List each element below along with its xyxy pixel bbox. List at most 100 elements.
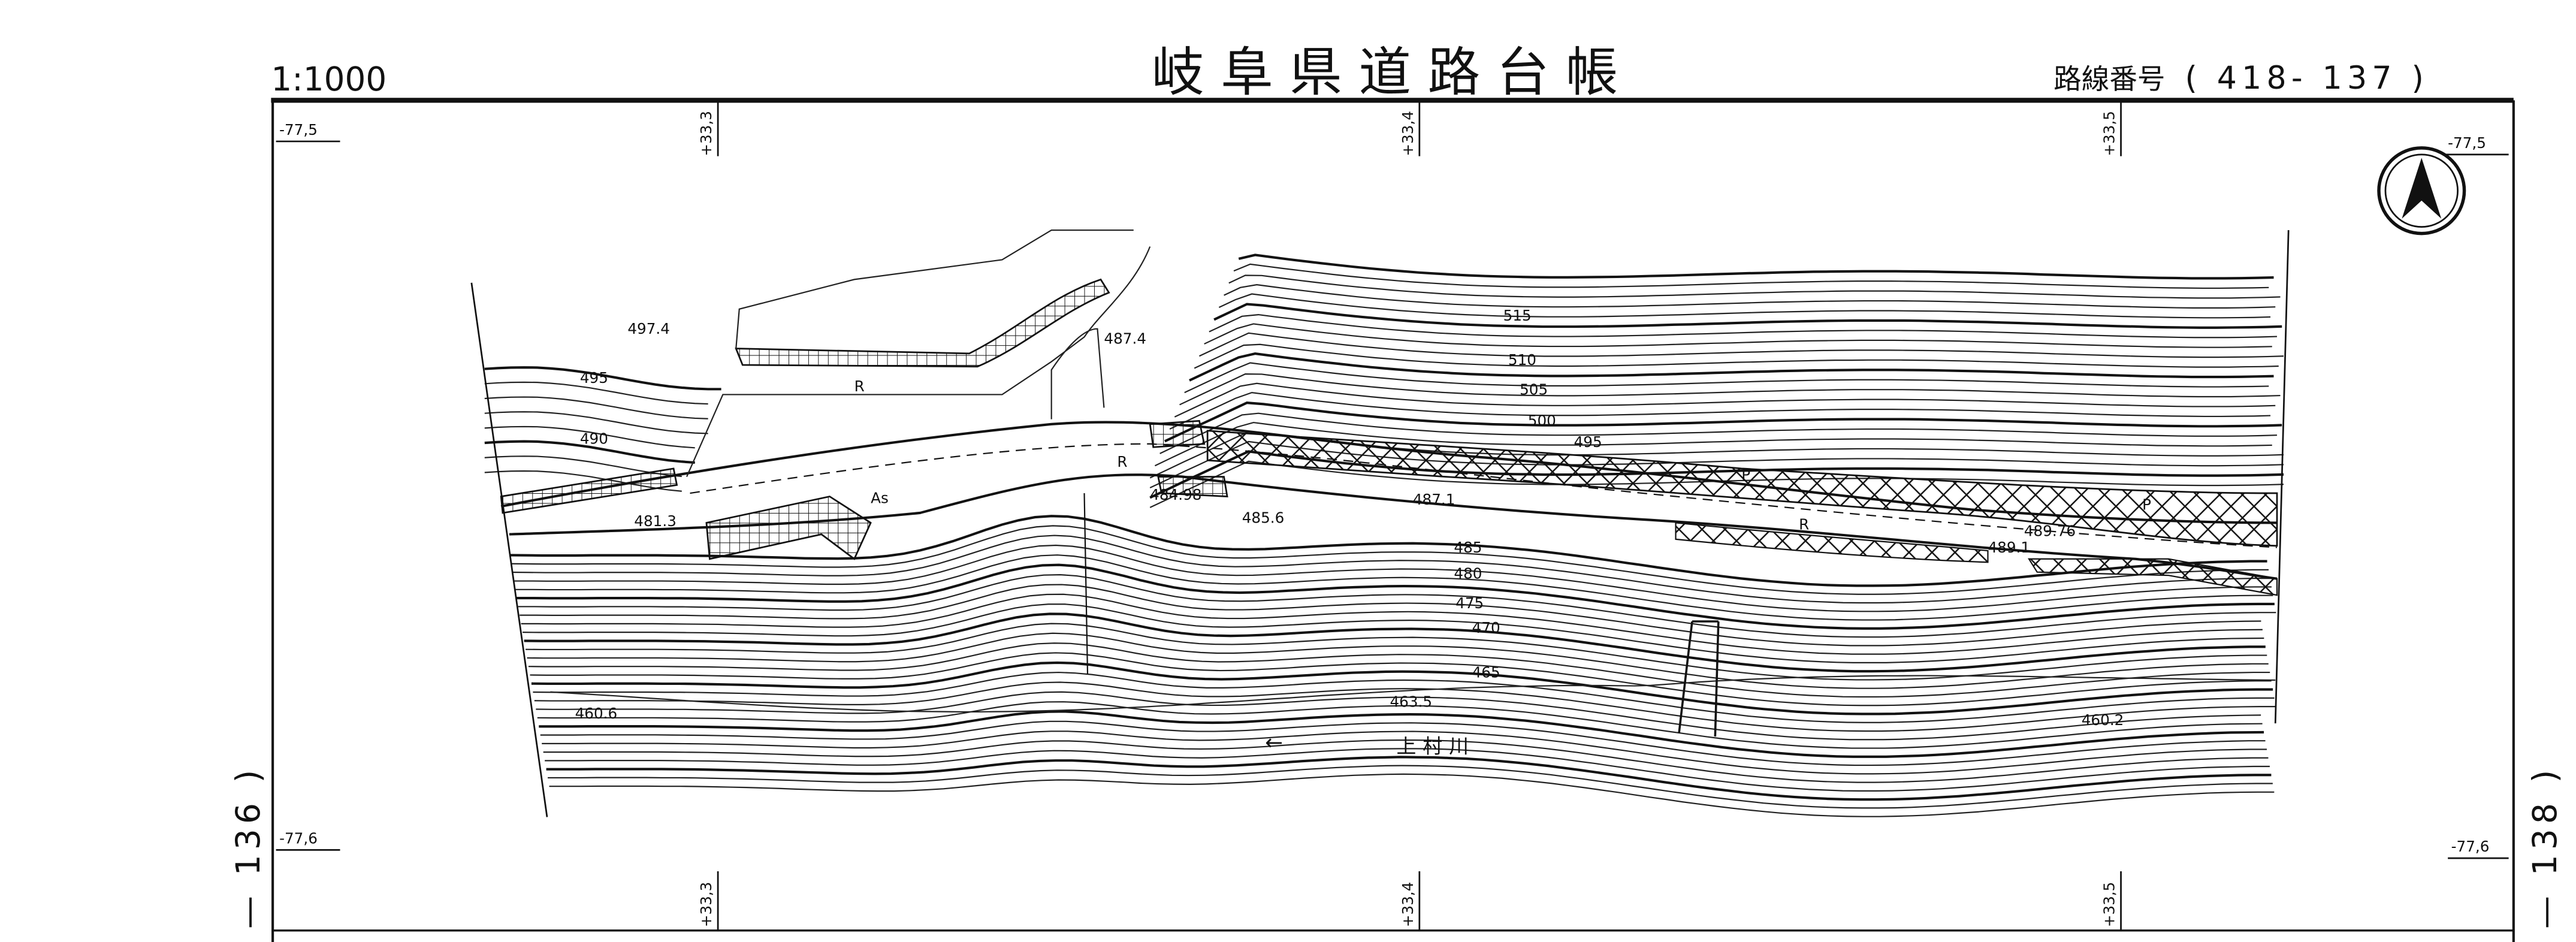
contour-line <box>1233 263 2269 289</box>
elevation-labels: 497.4 487.4 495 490 481.3 484.98 485.6 4… <box>575 307 2124 729</box>
elevation-label: 489.76 <box>2024 522 2076 539</box>
contour-line <box>1169 392 2271 430</box>
contour-line <box>484 440 695 464</box>
contour-line <box>533 671 2275 723</box>
contour-line <box>512 535 2270 604</box>
elevation-label: 495 <box>1574 433 1602 451</box>
svg-text:+33,4: +33,4 <box>1399 111 1417 156</box>
contour-line <box>545 748 2270 792</box>
contour-line <box>484 396 708 419</box>
contour-line <box>543 739 2269 783</box>
symbol-pole: P <box>2142 496 2151 513</box>
elevation-label: 495 <box>580 369 608 387</box>
contour-line <box>484 381 708 405</box>
svg-text:+33,5: +33,5 <box>2101 111 2118 156</box>
elevation-label: 500 <box>1528 412 1556 430</box>
svg-text:-77,6: -77,6 <box>279 829 318 847</box>
elevation-label: 485 <box>1454 539 1482 556</box>
adjacent-sheet-left[interactable]: — 136 ) <box>229 765 267 929</box>
elevation-label: 485.6 <box>1242 509 1285 526</box>
contour-line <box>548 765 2273 809</box>
river-bank <box>1675 522 1989 563</box>
contour-line <box>1224 284 2276 309</box>
contour-line <box>515 554 2273 621</box>
elevation-label: 465 <box>1472 663 1500 681</box>
embankment-outline <box>1050 328 1105 419</box>
contour-line <box>514 544 2272 612</box>
adjacent-sheet-right[interactable]: — 138 ) <box>2526 765 2564 929</box>
svg-text:+33,3: +33,3 <box>697 882 715 928</box>
map-boundary-left <box>470 282 548 817</box>
contour-line <box>1194 343 2279 369</box>
elevation-label: 515 <box>1503 307 1532 324</box>
elevation-label: 481.3 <box>634 512 677 530</box>
symbol-retaining-wall: R <box>1117 453 1127 470</box>
contour-line <box>540 720 2266 766</box>
contour-line <box>511 525 2269 595</box>
x-tick-top-1: +33,3 <box>697 102 719 156</box>
elevation-label: 487.4 <box>1104 330 1146 347</box>
boundary-line <box>1083 493 1089 674</box>
contour-line <box>523 603 2264 663</box>
contour-line <box>531 661 2273 715</box>
gabion-block <box>705 496 872 560</box>
route-number-label: 路線番号 <box>2053 63 2165 95</box>
elevation-label: 487.1 <box>1413 491 1455 508</box>
contour-line <box>1228 274 2281 299</box>
scale-label: 1:1000 <box>271 60 386 98</box>
route-number: ( 418- 137 ) <box>2185 61 2429 96</box>
elevation-label: 490 <box>580 430 608 448</box>
elevation-label: 505 <box>1520 381 1548 398</box>
bridge-culvert <box>1678 620 1720 737</box>
gabion-block <box>1157 476 1228 497</box>
x-tick-bottom-2: +33,4 <box>1399 871 1421 931</box>
grid-label-top-right: -77,5 <box>2444 134 2509 156</box>
grid-label-bottom-right: -77,6 <box>2448 838 2509 859</box>
contour-lines <box>484 253 2284 817</box>
contour-line <box>1238 253 2274 280</box>
river-name: 上村川 <box>1396 734 1475 757</box>
contour-line <box>509 515 2267 587</box>
north-arrow-icon <box>2377 146 2466 236</box>
contour-line <box>1154 421 2272 467</box>
map-boundary-right <box>2274 230 2290 724</box>
svg-text:+33,3: +33,3 <box>697 111 715 156</box>
contour-line <box>539 710 2264 758</box>
contour-line <box>1164 401 2282 443</box>
x-tick-top-2: +33,4 <box>1399 102 1421 156</box>
contour-line <box>1189 352 2274 382</box>
map-frame <box>271 98 2515 942</box>
svg-text:-77,5: -77,5 <box>2448 134 2486 152</box>
elevation-label: 484.98 <box>1150 486 1201 503</box>
elevation-label: 463.5 <box>1390 693 1432 711</box>
grid-label-top-left: -77,5 <box>276 121 340 143</box>
contour-line <box>550 675 2276 713</box>
elevation-label: 460.2 <box>2082 711 2124 729</box>
contour-line <box>484 425 695 449</box>
symbol-retaining-wall: R <box>1799 515 1809 533</box>
road-centerline <box>690 443 2278 548</box>
x-tick-top-3: +33,5 <box>2101 102 2122 156</box>
symbol-retaining-wall: R <box>854 378 865 395</box>
symbol-pole: P <box>1741 466 1750 484</box>
contour-line <box>527 632 2269 689</box>
contour-line <box>1209 313 2278 339</box>
contour-line <box>1159 412 2278 454</box>
page-title: 岐阜県道路台帳 <box>1152 42 1635 103</box>
elevation-label: 460.6 <box>575 705 618 722</box>
contour-line <box>534 681 2276 732</box>
x-tick-bottom-3: +33,5 <box>2101 871 2122 931</box>
contour-line <box>521 593 2263 655</box>
svg-text:-77,6: -77,6 <box>2451 838 2490 855</box>
retaining-wall-upper <box>735 278 1110 368</box>
elevation-label: 470 <box>1472 619 1500 636</box>
embankment-outline <box>686 229 1151 478</box>
contour-line <box>1198 332 2284 358</box>
grid-label-bottom-left: -77,6 <box>276 829 340 851</box>
river-bank <box>2028 558 2278 596</box>
elevation-label: 480 <box>1454 565 1482 582</box>
contour-line <box>1184 362 2269 394</box>
slope-protection-hatch <box>1206 430 2278 547</box>
contour-line <box>536 691 2261 741</box>
contour-line <box>524 612 2266 673</box>
